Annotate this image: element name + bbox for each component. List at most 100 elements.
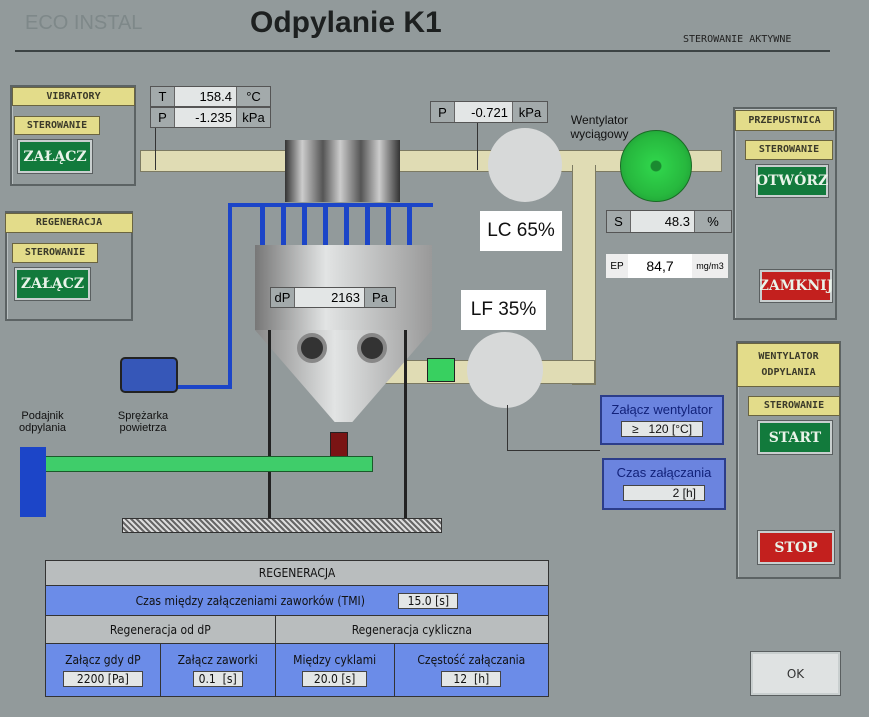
inlet-temperature-readout: T 158.4 °C [150,86,271,107]
s-unit: % [695,211,731,232]
foundation [122,518,442,533]
feeder-label: Podajnik odpylania [18,410,67,434]
damper-panel [733,107,837,320]
damper-label: PRZEPUSTNICA [735,110,834,131]
sensor-line [507,405,508,450]
speed-readout: S 48.3 % [606,210,732,233]
dp-threshold-input[interactable]: 2200 [Pa] [62,671,143,687]
p-unit: kPa [513,102,547,122]
param-label: Załącz gdy dP [65,653,141,667]
vibrator-motor-icon [357,333,387,363]
fan-on-temperature-box: Załącz wentylator ≥ 120 [°C] [600,395,724,445]
regeneration-panel [5,211,133,321]
ep-unit: mg/m3 [692,254,728,278]
compressor-icon [120,357,178,393]
fan-stop-button[interactable]: STOP [757,530,835,565]
air-line [228,203,232,388]
vibratory-control-label: STEROWANIE [14,116,100,135]
vibratory-on-button[interactable]: ZAŁĄCZ [17,139,93,174]
on-time-box: Czas załączania 2 [h] [602,458,726,510]
conveyor-belt [45,456,373,472]
fan-control-label: STEROWANIE [748,396,840,416]
fan-panel-label: WENTYLATOR ODPYLANIA [737,343,840,387]
exhaust-fan-icon[interactable] [620,130,692,202]
p-label: P [151,108,175,127]
frequency-input[interactable]: 12 [h] [441,671,502,687]
regeneration-control-label: STEROWANIE [12,243,98,263]
tmi-label: Czas między załączeniami zaworków (TMI) [135,593,365,608]
valve-time-input[interactable]: 0.1 [s] [192,671,243,687]
dp-unit: Pa [365,288,395,307]
regeneration-on-button[interactable]: ZAŁĄCZ [14,267,91,301]
param-label: Między cyklami [293,653,377,667]
page-title: Odpylanie K1 [250,6,442,39]
tmi-row: Czas między załączeniami zaworków (TMI) … [45,585,549,616]
tmi-input[interactable]: 15.0 [s] [398,592,459,609]
dp-group-header: Regeneracja od dP [45,615,276,644]
fan-pressure-readout: P -0.721 kPa [430,101,548,123]
cyclic-group-header: Regeneracja cykliczna [274,615,550,644]
t-label: T [151,87,175,106]
regeneration-label: REGENERACJA [5,213,133,233]
vibrator-motor-icon [297,333,327,363]
damper-control-label: STEROWANIE [745,140,833,160]
ep-value: 84,7 [646,258,674,274]
t-value: 158.4 [175,87,237,106]
vibratory-label: VIBRATORY [12,87,135,106]
vibratory-panel [10,85,136,186]
pulse-valves [252,207,420,245]
s-value: 48.3 [631,211,695,232]
conveyor-drive-icon [20,447,46,517]
cycle-interval-input[interactable]: 20.0 [s] [302,671,368,687]
s-label: S [607,211,631,232]
param-label: Częstość załączania [417,653,526,667]
p-label: P [431,102,455,122]
air-manifold [228,203,433,207]
dp-label: dP [271,288,295,307]
regeneration-table: REGENERACJA Czas między załączeniami zaw… [45,560,550,697]
regen-param-cell: Częstość załączania 12 [h] [393,643,550,697]
vertical-duct [572,165,596,385]
fan-on-temperature-input[interactable]: ≥ 120 [°C] [621,421,703,437]
fan-on-label: Załącz wentylator [611,402,713,417]
on-time-input[interactable]: 2 [h] [623,485,705,501]
fan-start-button[interactable]: START [757,420,833,455]
ep-readout: EP 84,7 mg/m3 [606,254,728,278]
sensor-line [155,128,156,170]
damper-top[interactable] [488,128,562,202]
filter-leg [404,330,407,520]
filter-leg [268,330,271,520]
header-divider [15,50,830,52]
param-label: Załącz zaworki [177,653,258,667]
t-unit: °C [237,87,270,106]
filter-cartridges [285,140,400,202]
regen-param-cell: Między cyklami 20.0 [s] [274,643,395,697]
p-value: -0.721 [455,102,513,122]
sensor-line [507,450,600,451]
brand-logo: ECO INSTAL [25,12,143,34]
inlet-pressure-readout: P -1.235 kPa [150,107,271,128]
lc-label: LC 65% [480,211,562,251]
ok-button[interactable]: OK [750,651,841,696]
dp-readout: dP 2163 Pa [270,287,396,308]
compressor-label: Sprężarka powietrza [117,410,169,434]
fan-panel [736,341,841,579]
on-time-label: Czas załączania [616,465,712,480]
damper-bottom[interactable] [467,332,543,408]
regen-param-cell: Załącz zaworki 0.1 [s] [159,643,276,697]
fan-label: Wentylator wyciągowy [570,113,629,141]
p-unit: kPa [237,108,270,127]
damper-close-button[interactable]: ZAMKNIJ [759,269,833,303]
regen-param-cell: Załącz gdy dP 2200 [Pa] [45,643,161,697]
sensor-line [477,122,478,170]
p-value: -1.235 [175,108,237,127]
ep-label: EP [606,254,628,278]
damper-open-button[interactable]: OTWÓRZ [755,164,829,198]
lf-label: LF 35% [461,290,546,330]
dp-value: 2163 [295,288,365,307]
rotary-valve [330,432,348,458]
control-status: STEROWANIE AKTYWNE [683,34,792,45]
damper-actuator-icon [427,358,455,382]
air-line [175,385,232,389]
regen-table-title: REGENERACJA [45,560,549,586]
